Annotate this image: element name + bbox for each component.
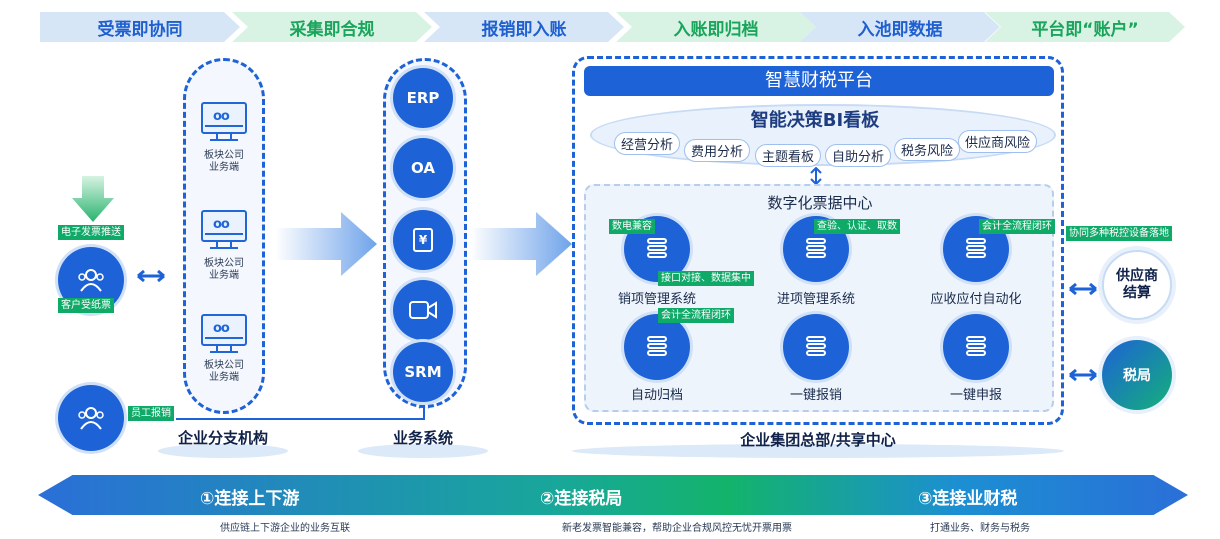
employee-avatar (58, 385, 124, 451)
employee-reimburse-tag: 员工报销 (128, 406, 174, 421)
archive-module-label: 自动归档 (630, 388, 683, 403)
monitor-icon: oo (201, 210, 247, 250)
invoice-center-title: 数字化票据中心 (767, 194, 873, 212)
srm-system[interactable]: SRM (393, 342, 453, 402)
video-icon (409, 301, 437, 319)
bi-item-tax-risk[interactable]: 税务风险 (894, 138, 961, 161)
finance-system[interactable]: ¥ (393, 210, 453, 270)
bi-item-business-analysis[interactable]: 经营分析 (614, 132, 681, 155)
branch-monitor-label-3: 板块公司 业务端 (204, 360, 244, 383)
tax-bureau[interactable]: 税局 (1102, 340, 1172, 410)
oa-system[interactable]: OA (393, 138, 453, 198)
accounting-tag-2: 会计全流程闭环 (658, 308, 734, 323)
database-icon (806, 238, 826, 260)
branch-label: 企业分支机构 (177, 429, 268, 447)
verify-tag: 查验、认证、取数 (814, 219, 900, 234)
customer-paper-tag: 客户受纸票 (58, 298, 114, 313)
archive-module-circle[interactable] (624, 314, 690, 380)
database-icon (647, 336, 667, 358)
coordination-tag: 协同多种税控设备落地 (1066, 226, 1172, 241)
branch-base (158, 444, 288, 458)
video-system[interactable] (393, 280, 453, 340)
reimburse-module-label: 一键报销 (789, 388, 842, 403)
double-arrow-icon (1069, 368, 1097, 382)
ar-ap-module-label: 应收应付自动化 (930, 292, 1022, 307)
platform-footer-label: 企业集团总部/共享中心 (740, 431, 896, 449)
digital-compat-tag: 数电兼容 (609, 219, 655, 234)
banner-step-4: 入账即归档 (616, 12, 816, 42)
branch-monitor-label-2: 板块公司 业务端 (204, 258, 244, 281)
database-icon (966, 336, 986, 358)
erp-system[interactable]: ERP (393, 68, 453, 128)
database-icon (966, 238, 986, 260)
bi-title: 智能决策BI看板 (750, 110, 880, 131)
bi-item-supplier-risk[interactable]: 供应商风险 (958, 130, 1038, 153)
interface-tag: 接口对接、数据集中 (658, 271, 754, 286)
monitor-icon: oo (201, 314, 247, 354)
branch-monitor-label-1: 板块公司 业务端 (204, 150, 244, 173)
bottom-item-2-title: ②连接税局 (540, 489, 623, 509)
reimburse-module-circle[interactable] (783, 314, 849, 380)
accounting-tag-1: 会计全流程闭环 (979, 219, 1055, 234)
platform-title: 智慧财税平台 (584, 66, 1054, 96)
bottom-connection-bar (38, 475, 1188, 515)
bottom-item-2-sub: 新老发票智能兼容，帮助企业合规风控无忧开票用票 (562, 523, 792, 534)
bottom-item-1-title: ①连接上下游 (200, 489, 300, 509)
users-icon (78, 407, 104, 430)
platform-base (572, 444, 1064, 458)
down-arrow-icon (72, 176, 114, 222)
declare-module-circle[interactable] (943, 314, 1009, 380)
banner-step-5: 入池即数据 (800, 12, 1000, 42)
flow-arrow-icon (275, 212, 377, 276)
business-base (358, 444, 488, 458)
declare-module-label: 一键申报 (949, 388, 1002, 403)
bi-item-theme-board[interactable]: 主题看板 (755, 144, 822, 167)
database-icon (647, 238, 667, 260)
sales-module-label: 销项管理系统 (617, 292, 696, 307)
users-icon (78, 269, 104, 292)
bottom-item-3-title: ③连接业财税 (918, 489, 1018, 509)
monitor-icon: oo (201, 102, 247, 142)
supplier-settlement[interactable]: 供应商 结算 (1102, 250, 1172, 320)
up-down-arrow-icon (810, 167, 822, 185)
business-label: 业务系统 (392, 429, 453, 447)
banner-step-6: 平台即“账户” (985, 12, 1185, 42)
banner-step-1: 受票即协同 (40, 12, 240, 42)
e-invoice-push-tag: 电子发票推送 (58, 225, 124, 240)
banner-step-2: 采集即合规 (232, 12, 432, 42)
double-arrow-icon (137, 269, 165, 283)
double-arrow-icon (1069, 282, 1097, 296)
bi-item-expense-analysis[interactable]: 费用分析 (684, 139, 751, 162)
flow-arrow-icon (470, 212, 572, 276)
banner-step-3: 报销即入账 (424, 12, 624, 42)
bottom-item-1-sub: 供应链上下游企业的业务互联 (220, 523, 350, 534)
bottom-item-3-sub: 打通业务、财务与税务 (930, 523, 1030, 534)
database-icon (806, 336, 826, 358)
bi-item-self-analysis[interactable]: 自助分析 (825, 144, 892, 167)
finance-icon: ¥ (413, 228, 433, 252)
input-module-label: 进项管理系统 (776, 292, 855, 307)
